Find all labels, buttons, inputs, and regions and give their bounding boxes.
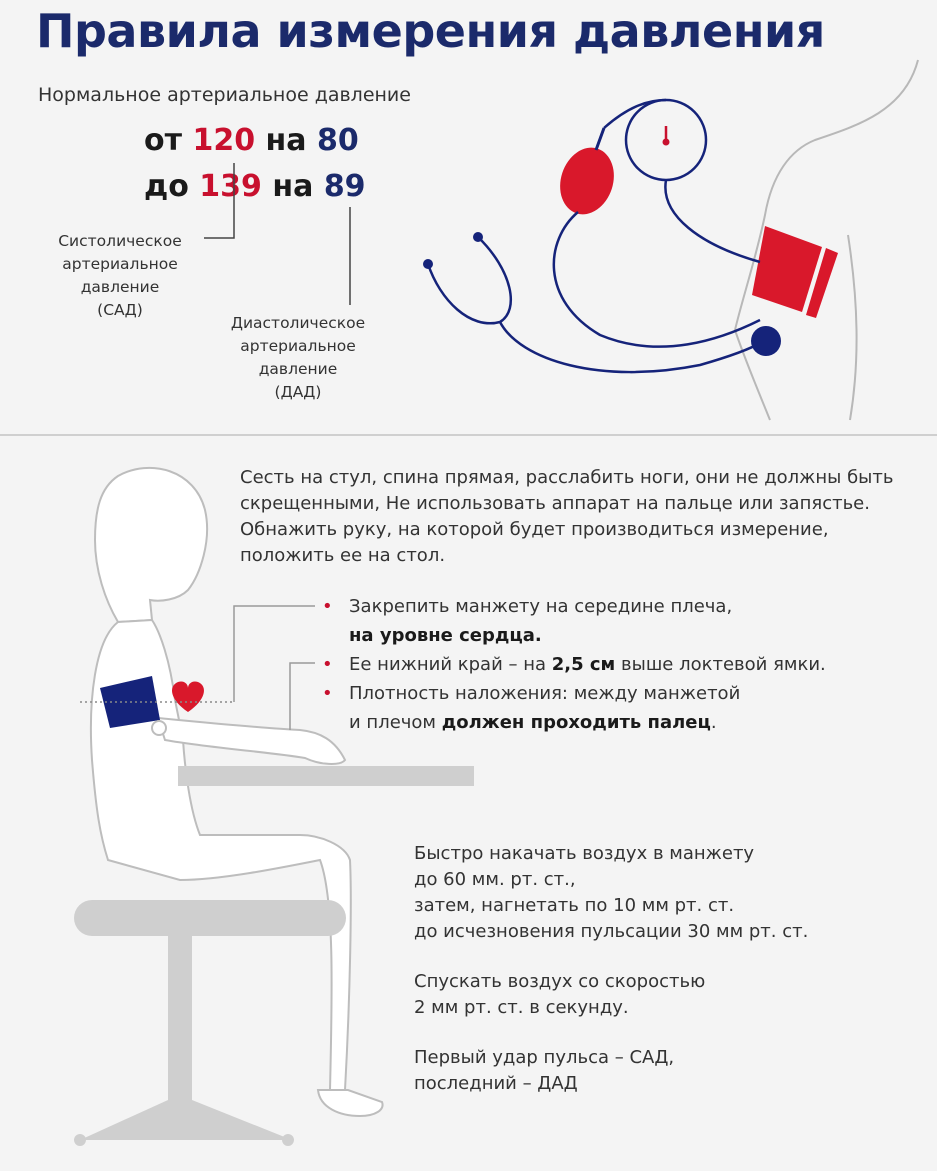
inflation-step: Быстро накачать воздух в манжету до 60 м…	[414, 841, 914, 945]
cuff-bullets: • Закрепить манжету на середине плеча, н…	[322, 592, 922, 737]
systolic-caption-line: Систолическое	[58, 232, 182, 250]
bullet-item: • Закрепить манжету на середине плеча, н…	[322, 592, 922, 650]
bullet-line2: и плечом должен проходить палец.	[349, 708, 922, 737]
pressure-range-to: до 139 на 89	[144, 167, 366, 207]
bullet-text: Плотность наложения: между манжетой	[349, 683, 741, 704]
reading-step: Первый удар пульса – САД, последний – ДА…	[414, 1045, 914, 1097]
diastolic-caption: Диастолическое артериальное давление (ДА…	[210, 312, 386, 404]
systolic-caption: Систолическое артериальное давление (САД…	[40, 230, 200, 322]
deflation-step: Спускать воздух со скоростью 2 мм рт. ст…	[414, 969, 914, 1021]
normal-pressure-label: Нормальное артериальное давление	[38, 84, 411, 106]
bullet-bold: 2,5 см	[551, 654, 616, 675]
table-illustration	[178, 766, 474, 786]
step-line: последний – ДАД	[414, 1073, 578, 1094]
diastolic-caption-line: артериальное	[240, 337, 356, 355]
diastolic-caption-line: давление	[258, 360, 338, 378]
step-line: 2 мм рт. ст. в секунду.	[414, 997, 629, 1018]
tonometer-illustration	[552, 59, 919, 421]
page-title: Правила измерения давления	[36, 4, 825, 58]
bullet-dot-icon: •	[322, 596, 333, 617]
step-line: Быстро накачать воздух в манжету	[414, 843, 755, 864]
range-from-systolic: 120	[192, 123, 256, 158]
range-to-prefix: до	[144, 169, 189, 204]
pressure-range-from: от 120 на 80	[144, 121, 359, 161]
bullet-bold: должен проходить палец	[441, 712, 711, 733]
range-from-diastolic: 80	[316, 123, 359, 158]
bullet-dot-icon: •	[322, 683, 333, 704]
diastolic-caption-line: Диастолическое	[230, 314, 366, 332]
elbow-marker	[151, 720, 167, 736]
step-line: затем, нагнетать по 10 мм рт. ст.	[414, 895, 735, 916]
step-line: до исчезновения пульсации 30 мм рт. ст.	[414, 921, 809, 942]
bullet-text: выше локтевой ямки.	[615, 654, 826, 675]
range-to-diastolic: 89	[323, 169, 366, 204]
systolic-caption-line: артериальное	[62, 255, 178, 273]
range-to-mid: на	[272, 169, 314, 204]
seated-person-illustration	[89, 466, 384, 1118]
systolic-leader-line	[204, 163, 235, 239]
bullet-text: Ее нижний край – на	[349, 654, 552, 675]
step-line: до 60 мм. рт. ст.,	[414, 869, 576, 890]
callout-lines	[233, 605, 315, 730]
section-divider	[0, 434, 937, 436]
bullet-text: и плечом	[349, 712, 442, 733]
positioning-instruction: Сесть на стул, спина прямая, расслабить …	[240, 467, 894, 566]
bullet-item: • Плотность наложения: между манжетой и …	[322, 679, 922, 737]
bullet-dot-icon: •	[322, 654, 333, 675]
bullet-text: Закрепить манжету на середине плеча,	[349, 596, 733, 617]
step-line: Первый удар пульса – САД,	[414, 1047, 675, 1068]
bullet-bold: на уровне сердца.	[349, 625, 542, 646]
step-line: Спускать воздух со скоростью	[414, 971, 706, 992]
stethoscope-illustration	[423, 232, 781, 374]
range-to-systolic: 139	[199, 169, 262, 204]
stool-illustration	[74, 900, 346, 1146]
diastolic-caption-line: (ДАД)	[274, 383, 322, 401]
systolic-caption-line: (САД)	[97, 301, 143, 319]
range-from-mid: на	[265, 123, 307, 158]
systolic-caption-line: давление	[80, 278, 160, 296]
range-from-prefix: от	[144, 123, 182, 158]
heart-icon	[172, 681, 204, 712]
bullet-text: .	[710, 712, 717, 733]
bullet-item: • Ее нижний край – на 2,5 см выше локтев…	[322, 650, 922, 679]
